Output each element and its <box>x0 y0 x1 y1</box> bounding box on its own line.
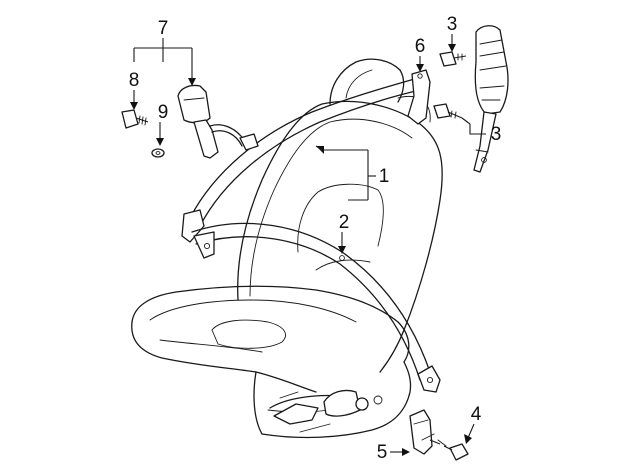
callout-5: 5 <box>377 442 388 463</box>
callout-1: 1 <box>379 166 390 187</box>
retractor-assembly <box>473 25 509 173</box>
callout-4: 4 <box>471 404 482 425</box>
callout-2: 2 <box>339 212 350 233</box>
callout-labels: 7 8 9 6 3 3 1 2 4 5 <box>129 14 502 463</box>
anchor-cover-5 <box>409 409 441 455</box>
leader-lines <box>130 34 486 456</box>
seat-belt-buckle <box>177 84 259 159</box>
callout-3-lower: 3 <box>491 124 502 145</box>
bolt-4 <box>437 439 469 461</box>
bolt-8 <box>121 109 149 129</box>
bolt-3-upper <box>439 51 467 67</box>
bolt-3-lower <box>433 103 463 119</box>
seat <box>131 58 443 439</box>
shoulder-belt-webbing <box>181 77 421 243</box>
belt-guide <box>407 69 431 125</box>
callout-7: 7 <box>158 18 169 39</box>
callout-3-upper: 3 <box>447 14 458 35</box>
callout-6: 6 <box>415 36 426 57</box>
callout-8: 8 <box>129 70 140 91</box>
callout-9: 9 <box>158 102 169 123</box>
washer-9 <box>151 148 165 158</box>
